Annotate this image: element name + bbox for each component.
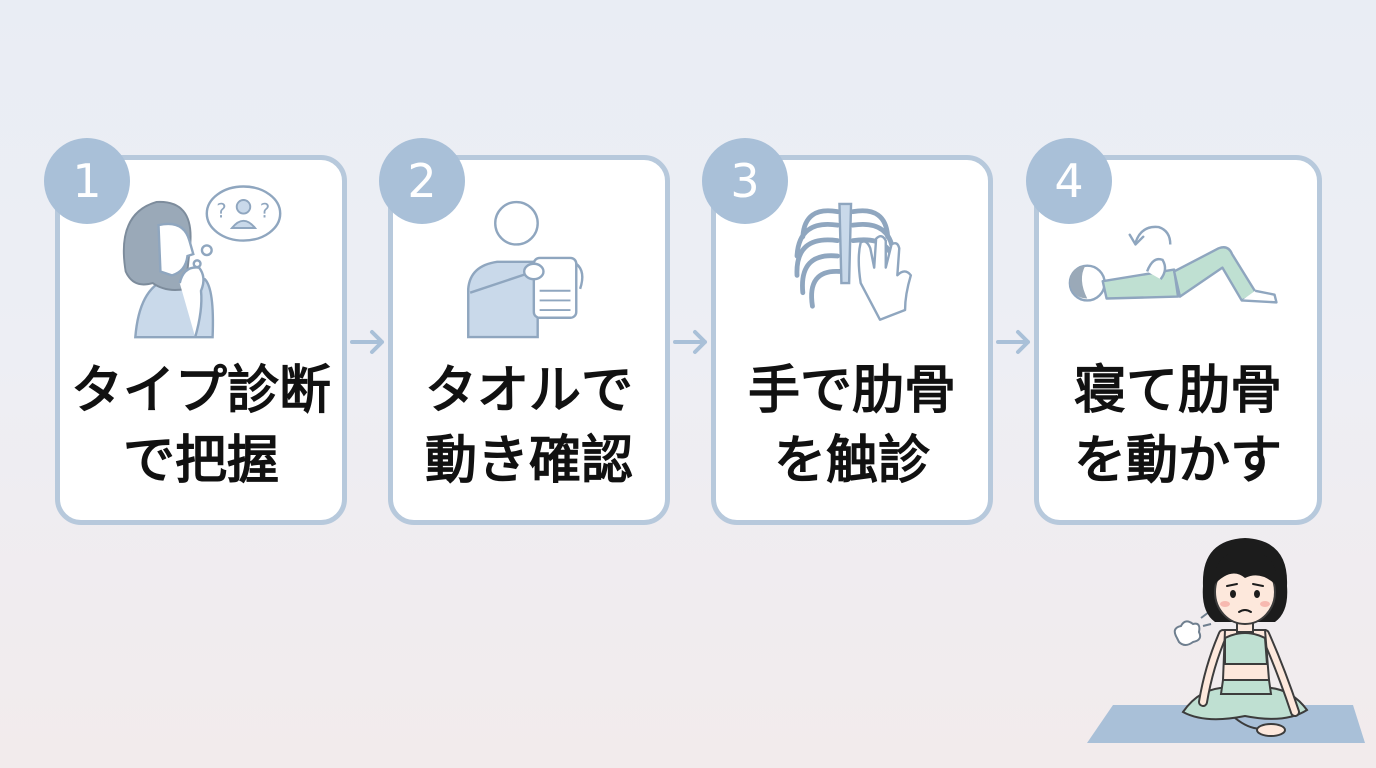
step-label-3: 手で肋骨 を触診 <box>747 361 956 491</box>
svg-text:?: ? <box>216 199 226 222</box>
step-number-badge-4: 4 <box>1026 138 1112 224</box>
sitting-woman-illustration <box>1087 538 1365 743</box>
sigh-puff-icon <box>1173 611 1212 646</box>
step-number-badge-3: 3 <box>702 138 788 224</box>
step-number-badge-1: 1 <box>44 138 130 224</box>
step-label-1: タイプ診断 で把握 <box>70 361 331 491</box>
step-card-1: ? ? タイプ診断 で把握 <box>55 155 347 525</box>
arrow-right-icon <box>350 330 384 354</box>
step-card-2: タオルで 動き確認 <box>388 155 670 525</box>
person-with-towel-icon <box>467 200 584 339</box>
step-number-badge-2: 2 <box>379 138 465 224</box>
arrow-right-icon <box>673 330 707 354</box>
lying-person-icon <box>1068 225 1278 304</box>
arrow-right-icon <box>996 330 1030 354</box>
ribcage-hand-icon <box>794 202 913 321</box>
thinking-person-icon: ? ? <box>122 185 282 339</box>
step-label-2: タオルで 動き確認 <box>424 361 633 491</box>
svg-text:?: ? <box>260 199 270 222</box>
step-label-4: 寝て肋骨 を動かす <box>1073 361 1282 491</box>
